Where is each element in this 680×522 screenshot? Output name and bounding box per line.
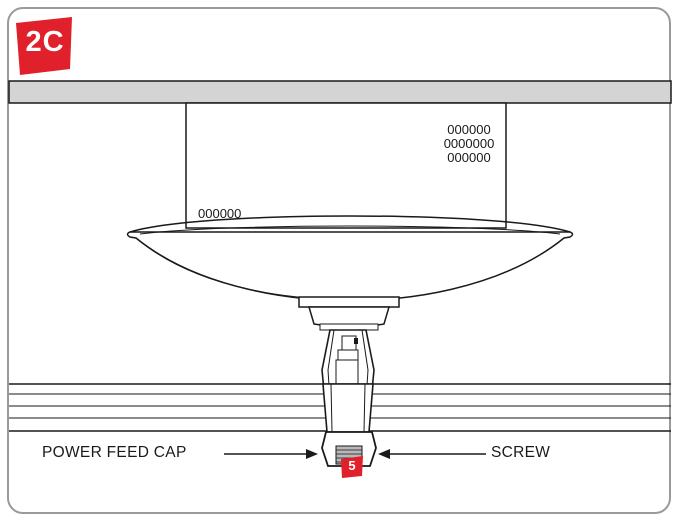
ceiling-beam <box>8 80 672 104</box>
arrow-screw <box>378 449 486 459</box>
callout-badge-shape <box>341 456 363 478</box>
plate-code-line: 000000 <box>447 122 491 137</box>
step-badge-label: 2C <box>25 26 65 58</box>
tube-over-rail <box>322 383 374 433</box>
plate-code-block: 000000 0000000 000000 <box>430 123 508 165</box>
screw-label: SCREW <box>491 444 551 461</box>
power-feed-cap-label: POWER FEED CAP <box>42 444 187 461</box>
callout-number: 5 <box>348 458 356 473</box>
plate-code-line: 000000 <box>447 150 491 165</box>
plate-code-line: 0000000 <box>443 136 495 151</box>
mounting-plate <box>185 102 507 229</box>
arrow-power-feed-cap <box>224 449 318 459</box>
step-badge-shape <box>16 17 72 75</box>
dish-hub <box>298 296 400 331</box>
dish-code: 000000 <box>198 206 242 221</box>
